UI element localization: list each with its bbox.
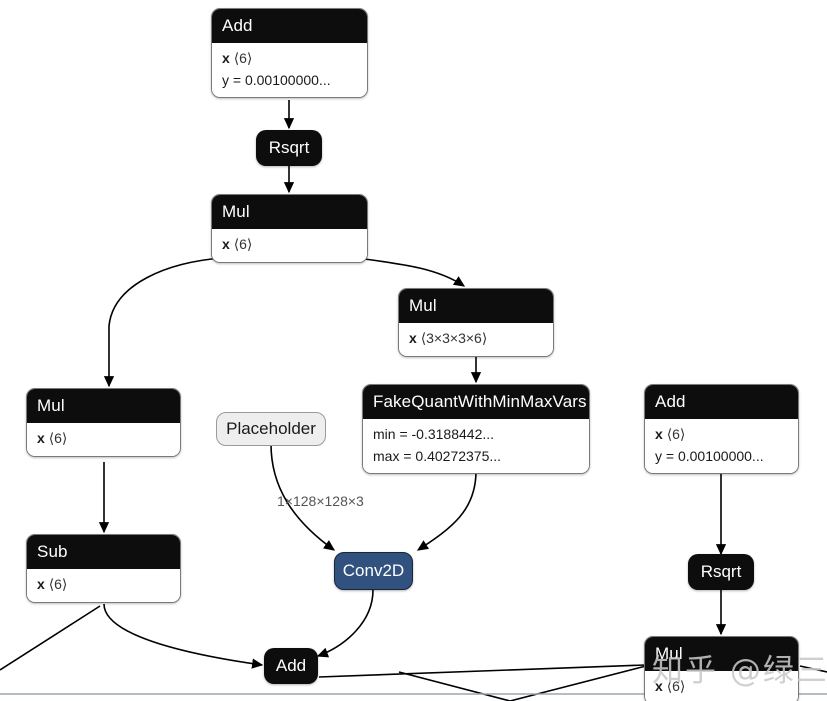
node-mul-left-title: Mul xyxy=(27,389,180,423)
attr-key: x xyxy=(37,430,45,446)
node-rsqrt-right[interactable]: Rsqrt xyxy=(688,554,754,590)
node-add-bottom-label: Add xyxy=(275,656,307,675)
attr-key: y = xyxy=(222,71,242,88)
node-attr-y: y = 0.00100000... xyxy=(222,70,357,92)
edge-placeholder-to-conv2d xyxy=(270,443,336,551)
attr-value: -0.3188442... xyxy=(411,426,495,442)
attr-key: min = xyxy=(373,426,408,442)
node-placeholder-label: Placeholder xyxy=(226,419,316,438)
node-rsqrt-right-label: Rsqrt xyxy=(700,562,742,581)
attr-key: x xyxy=(655,678,663,694)
node-mul-top[interactable]: Mul x ⟨6⟩ xyxy=(211,194,368,263)
node-attr-x: x ⟨6⟩ xyxy=(655,424,788,446)
edge-sub-left-to-add-bottom xyxy=(103,603,264,669)
node-mul-weights[interactable]: Mul x ⟨3×3×3×6⟩ xyxy=(398,288,554,357)
edge-fakequant-to-conv2d xyxy=(416,470,477,551)
edge-add-bottom-to-mul-right xyxy=(318,664,646,678)
node-attr-x: x ⟨6⟩ xyxy=(222,234,357,256)
node-add-top-title: Add xyxy=(212,9,367,43)
attr-value: ⟨3×3×3×6⟩ xyxy=(420,330,488,346)
attr-value: ⟨6⟩ xyxy=(666,426,686,442)
node-add-right-title: Add xyxy=(645,385,798,419)
edge-conv2d-to-add-bottom xyxy=(316,589,374,658)
attr-key: max = xyxy=(373,447,412,464)
node-fakequant-title: FakeQuantWithMinMaxVars xyxy=(363,385,589,419)
node-add-top[interactable]: Add x ⟨6⟩ y = 0.00100000... xyxy=(211,8,368,99)
node-mul-right[interactable]: Mul x ⟨6⟩ xyxy=(644,636,799,701)
attr-value: ⟨6⟩ xyxy=(233,236,253,252)
node-mul-top-body: x ⟨6⟩ xyxy=(212,229,367,262)
attr-key: x xyxy=(37,576,45,592)
node-attr-x: x ⟨6⟩ xyxy=(37,574,170,596)
edge-offscreen-left xyxy=(0,605,101,671)
node-sub-left-title: Sub xyxy=(27,535,180,569)
attr-value: ⟨6⟩ xyxy=(48,430,68,446)
attr-value: 0.40272375... xyxy=(415,447,502,464)
node-add-right-body: x ⟨6⟩ y = 0.00100000... xyxy=(645,419,798,474)
attr-value: ⟨6⟩ xyxy=(666,678,686,694)
edge-offscreen-v-left xyxy=(398,671,511,701)
node-attr-max: max = 0.40272375... xyxy=(373,446,579,468)
node-sub-left-body: x ⟨6⟩ xyxy=(27,569,180,602)
node-mul-left[interactable]: Mul x ⟨6⟩ xyxy=(26,388,181,457)
node-attr-x: x ⟨6⟩ xyxy=(655,676,788,698)
attr-key: x xyxy=(655,426,663,442)
node-mul-right-body: x ⟨6⟩ xyxy=(645,671,798,701)
node-mul-weights-title: Mul xyxy=(399,289,553,323)
node-conv2d[interactable]: Conv2D xyxy=(334,552,413,590)
node-mul-right-title: Mul xyxy=(645,637,798,671)
node-add-bottom[interactable]: Add xyxy=(264,648,318,684)
node-rsqrt-top[interactable]: Rsqrt xyxy=(256,130,322,166)
attr-value: ⟨6⟩ xyxy=(233,50,253,66)
node-attr-x: x ⟨3×3×3×6⟩ xyxy=(409,328,543,350)
node-placeholder[interactable]: Placeholder xyxy=(216,412,326,446)
node-attr-y: y = 0.00100000... xyxy=(655,446,788,468)
node-attr-x: x ⟨6⟩ xyxy=(222,48,357,70)
node-rsqrt-top-label: Rsqrt xyxy=(268,138,310,157)
edge-mul-top-to-mul-weights xyxy=(356,257,466,287)
attr-key: x xyxy=(222,50,230,66)
node-conv2d-label: Conv2D xyxy=(342,561,405,580)
edge-offscreen-right xyxy=(799,665,827,673)
attr-key: x xyxy=(222,236,230,252)
node-mul-weights-body: x ⟨3×3×3×6⟩ xyxy=(399,323,553,356)
attr-value: 0.00100000... xyxy=(677,447,764,464)
node-attr-x: x ⟨6⟩ xyxy=(37,428,170,450)
node-add-top-body: x ⟨6⟩ y = 0.00100000... xyxy=(212,43,367,98)
attr-key: x xyxy=(409,330,417,346)
node-add-right[interactable]: Add x ⟨6⟩ y = 0.00100000... xyxy=(644,384,799,475)
node-fakequant-body: min = -0.3188442... max = 0.40272375... xyxy=(363,419,589,474)
edge-label-placeholder-shape: 1×128×128×3 xyxy=(277,493,364,509)
edge-mul-top-to-mul-left xyxy=(103,257,223,388)
attr-value: ⟨6⟩ xyxy=(48,576,68,592)
node-mul-top-title: Mul xyxy=(212,195,367,229)
node-sub-left[interactable]: Sub x ⟨6⟩ xyxy=(26,534,181,603)
node-attr-min: min = -0.3188442... xyxy=(373,424,579,446)
attr-value: 0.00100000... xyxy=(244,71,331,88)
attr-key: y = xyxy=(655,447,675,464)
node-fakequant[interactable]: FakeQuantWithMinMaxVars min = -0.3188442… xyxy=(362,384,590,475)
edge-offscreen-v-right xyxy=(509,665,647,701)
node-mul-left-body: x ⟨6⟩ xyxy=(27,423,180,456)
